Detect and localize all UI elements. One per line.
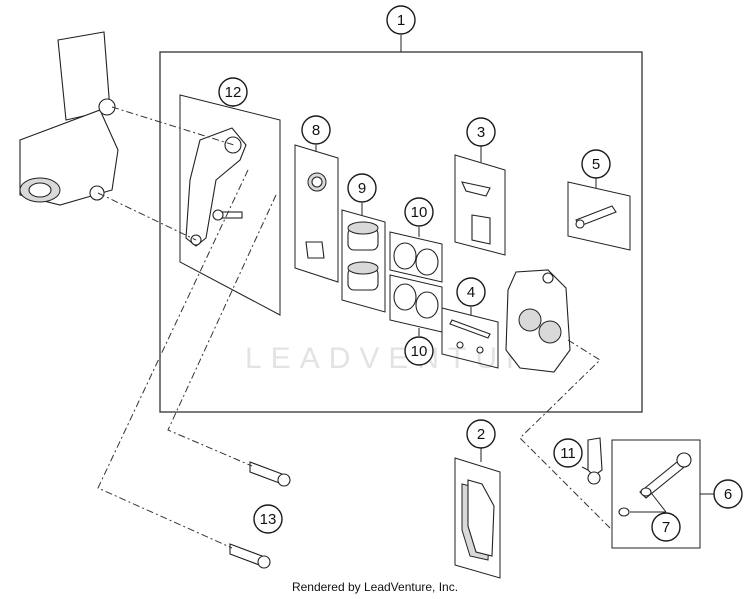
bleeder-screw [575, 205, 617, 229]
brake-pads [461, 479, 495, 561]
banjo-fitting [587, 437, 603, 485]
callout-2-label: 2 [477, 426, 485, 443]
sealing-washers [618, 487, 652, 517]
caliper-bracket [185, 127, 247, 247]
callout-2: 2 [466, 419, 496, 449]
callout-4-label: 4 [467, 284, 475, 301]
callout-10-lower-label: 10 [411, 343, 428, 360]
kit-box-5 [567, 181, 631, 251]
caliper-pistons [347, 221, 379, 291]
callout-10-upper-label: 10 [411, 204, 428, 221]
piston-seals-upper [393, 242, 439, 276]
kit-box-12 [179, 94, 281, 316]
callout-5: 5 [581, 149, 611, 179]
callout-7: 7 [651, 512, 681, 542]
callout-6: 6 [713, 479, 743, 509]
kit-box-3 [454, 154, 506, 256]
callout-1-label: 1 [397, 12, 405, 29]
kit-box-9 [341, 209, 386, 313]
routing-lines [97, 106, 611, 549]
callout-8: 8 [301, 115, 331, 145]
banjo-bolt [639, 452, 692, 499]
callout-4: 4 [456, 277, 486, 307]
callout-6-label: 6 [724, 486, 732, 503]
kit-box-4 [441, 307, 499, 369]
callout-1: 1 [386, 5, 416, 35]
callout-9-label: 9 [358, 180, 366, 197]
callout-13: 13 [253, 504, 283, 534]
kit-box-10-upper [389, 231, 443, 283]
pad-spring [461, 181, 491, 245]
piston-seals-lower [393, 283, 439, 319]
callout-9: 9 [347, 173, 377, 203]
kit-box-8 [294, 144, 339, 283]
caliper-body [505, 269, 571, 373]
watermark-text: LEADVENTURE [245, 342, 566, 375]
callout-5-label: 5 [592, 156, 600, 173]
guide-pin-boot [305, 172, 327, 259]
callout-11-label: 11 [560, 445, 576, 462]
callout-7-label: 7 [662, 519, 670, 536]
exploded-parts-diagram: LEADVENTURE [19, 5, 743, 579]
callout-11: 11 [553, 438, 583, 468]
pad-pin [449, 319, 491, 354]
render-credit: Rendered by LeadVenture, Inc. [291, 580, 459, 594]
kit-box-2 [454, 457, 501, 579]
callout-13-label: 13 [260, 511, 277, 528]
mounting-bolts [229, 461, 291, 569]
callout-10-upper: 10 [404, 197, 434, 227]
callout-3: 3 [466, 117, 496, 147]
callout-12: 12 [218, 77, 248, 107]
fork-leg [19, 31, 119, 206]
callout-8-label: 8 [312, 122, 320, 139]
callout-10-lower: 10 [404, 336, 434, 366]
callout-12-label: 12 [225, 84, 242, 101]
callout-3-label: 3 [477, 124, 485, 141]
